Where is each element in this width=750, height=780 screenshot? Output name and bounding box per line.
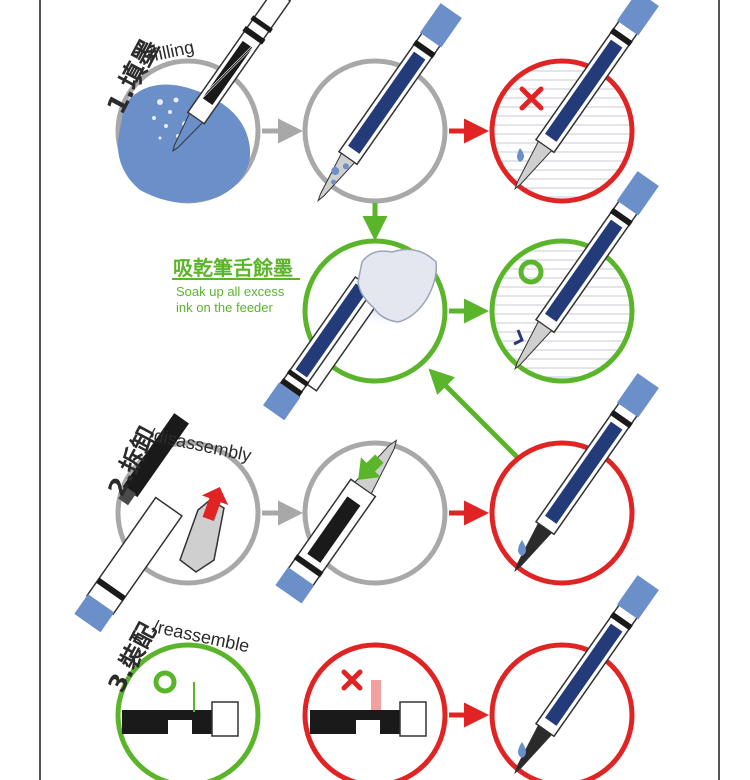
filling-panel	[115, 0, 292, 204]
pen-dipping	[172, 0, 292, 152]
nib-mount-panel	[275, 439, 448, 604]
cross-mark-icon	[341, 669, 363, 691]
circle-mark-icon	[518, 259, 544, 285]
ok-clean-panel	[489, 171, 659, 384]
drip-panel	[489, 373, 659, 586]
reassemble-wrong-panel	[302, 642, 448, 780]
ink-drop-icon	[518, 540, 526, 556]
soak-title-cn-text: 吸乾筆舌餘墨	[173, 256, 293, 280]
soak-panel	[263, 238, 448, 421]
wrong-drip-panel	[489, 0, 659, 204]
ink-bottle-blob	[117, 84, 251, 203]
arrow-redrip-to-soak	[428, 368, 522, 462]
ink-drop-icon	[517, 148, 524, 162]
ink-drop-icon	[518, 742, 526, 758]
push-arrow-icon	[358, 454, 384, 480]
cross-mark-icon	[519, 86, 544, 111]
inked-pen-panel	[302, 3, 462, 204]
circle-mark-icon	[153, 670, 177, 694]
push-arrow-icon	[201, 487, 229, 522]
reassemble-ok-panel	[115, 642, 261, 780]
tissue-icon	[357, 248, 438, 323]
disassembly-panel	[74, 413, 261, 633]
soak-desc-line2: ink on the feeder	[176, 300, 273, 315]
drip-panel-2	[489, 575, 659, 780]
soak-desc-line1: Soak up all excess	[176, 284, 285, 299]
